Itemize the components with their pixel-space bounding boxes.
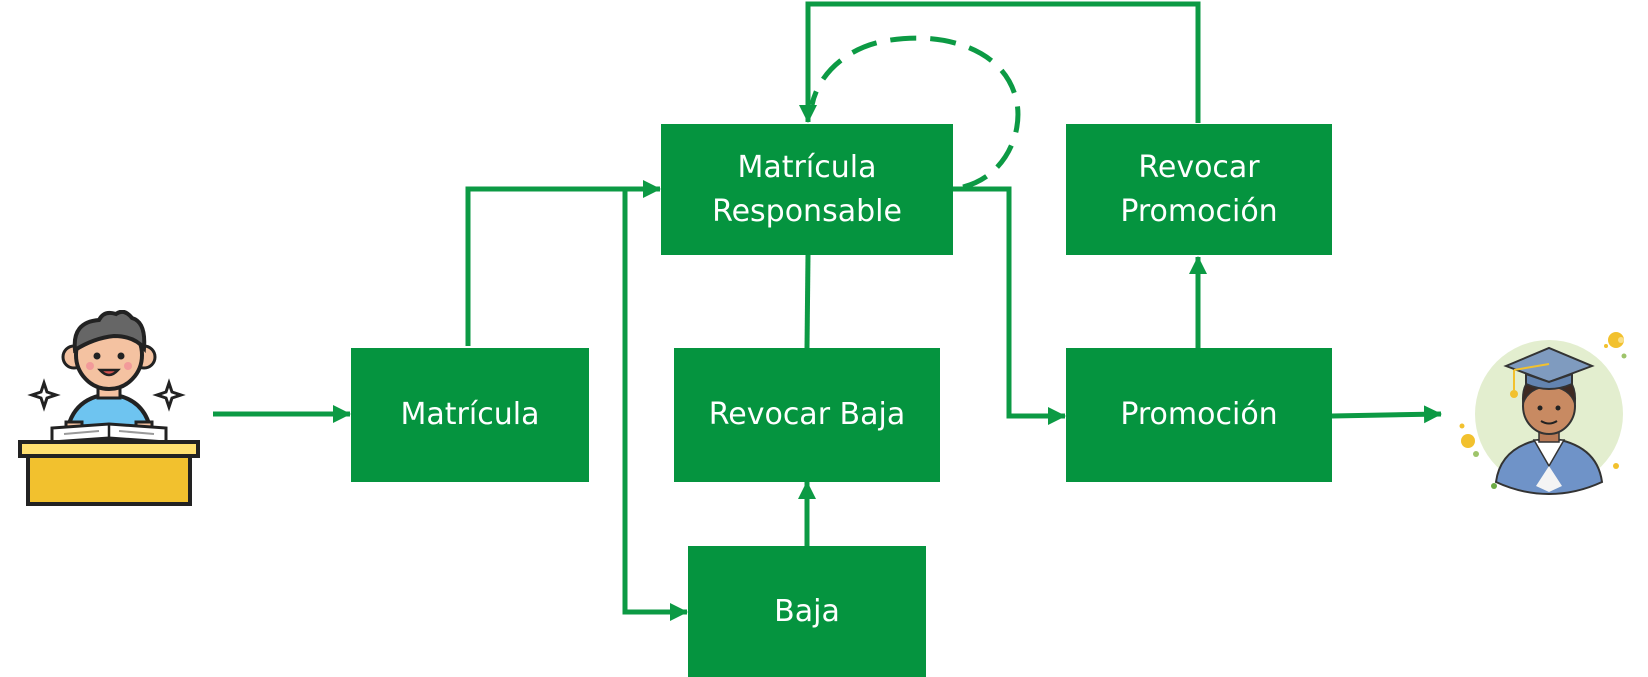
node-promocion-label: Promoción bbox=[1120, 397, 1278, 432]
node-revocar-promocion: Revocar Promoción bbox=[1066, 124, 1332, 255]
line-revocar-baja-to-matricula-responsable bbox=[804, 254, 811, 349]
node-revocar-baja: Revocar Baja bbox=[674, 348, 940, 482]
node-revocar-promocion-line1: Revocar bbox=[1138, 149, 1260, 185]
node-matricula-responsable: Matrícula Responsable bbox=[661, 124, 953, 255]
arrow-matricula-responsable-to-promocion bbox=[953, 186, 1066, 425]
node-revocar-baja-label: Revocar Baja bbox=[708, 397, 906, 432]
node-matricula-label: Matrícula bbox=[400, 397, 540, 432]
graduate-icon bbox=[1459, 332, 1627, 496]
arrow-revocar-promocion-to-matricula-responsable bbox=[799, 1, 1201, 123]
node-baja-label: Baja bbox=[774, 593, 840, 629]
node-matricula: Matrícula bbox=[351, 348, 589, 482]
student-studying-icon bbox=[18, 310, 200, 506]
arrow-matricula-to-matricula-responsable bbox=[465, 180, 661, 346]
arrow-to-baja bbox=[622, 189, 688, 621]
arrow-promocion-to-end bbox=[1331, 405, 1442, 424]
node-revocar-promocion-line2: Promoción bbox=[1120, 193, 1278, 229]
node-matricula-responsable-line2: Responsable bbox=[712, 193, 902, 229]
dashed-self-loop bbox=[809, 35, 1021, 190]
node-promocion: Promoción bbox=[1066, 348, 1332, 482]
node-baja: Baja bbox=[688, 546, 926, 677]
node-matricula-responsable-line1: Matrícula bbox=[737, 149, 877, 185]
